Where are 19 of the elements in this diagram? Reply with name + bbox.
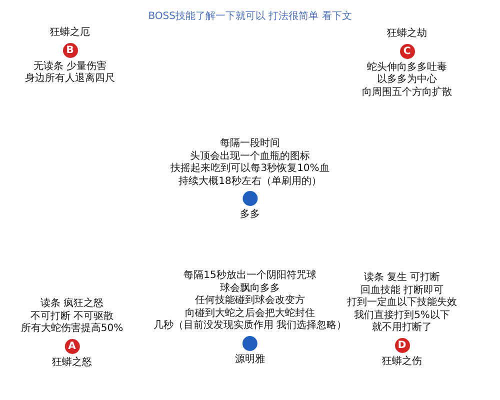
skill-description: 每隔一段时间头顶会出现一个血瓶的图标扶摇起来吃到可以每3秒恢复10%血持续大概18秒左右（单刷用的） [170, 138, 330, 188]
letter-badge: A [64, 338, 80, 354]
skill-name: 狂蟒之厄 [50, 27, 90, 40]
diagram-title: BOSS技能了解一下就可以 打法很简单 看下文 [147, 10, 353, 23]
letter-badge: B [62, 42, 78, 58]
letter-badge: C [400, 44, 414, 58]
skill-description: 无读条 少量伤害身边所有人退离四尺 [25, 60, 115, 86]
letter-badge: D [394, 338, 410, 352]
skill-name: 多多 [240, 209, 260, 222]
skill-description: 每隔15秒放出一个阴阳符咒球球会飘向多多任何技能碰到球会改变方向碰到大蛇之后会把大蛇封住几秒（目前没发现实质作用 我们选择忽略） [153, 270, 347, 332]
skill-description: 读条 复生 可打断回血技能 打断即可打到一定血以下技能失效我们直接打到5%以下就不用打断了 [347, 272, 457, 334]
skill-name: 源明雅 [235, 354, 265, 366]
skill-description: 蛇头伸向多多吐毒以多多为中心向周围五个方向扩散 [362, 62, 452, 99]
skill-name: 狂蟒之伤 [382, 356, 422, 368]
circle-marker [242, 336, 258, 350]
skill-description: 读条 疯狂之怒不可打断 不可驱散所有大蛇伤害提高50% [20, 298, 124, 336]
skill-name: 狂蟒之劫 [387, 28, 427, 40]
skill-name: 狂蟒之怒 [52, 356, 92, 369]
circle-marker [242, 191, 258, 206]
